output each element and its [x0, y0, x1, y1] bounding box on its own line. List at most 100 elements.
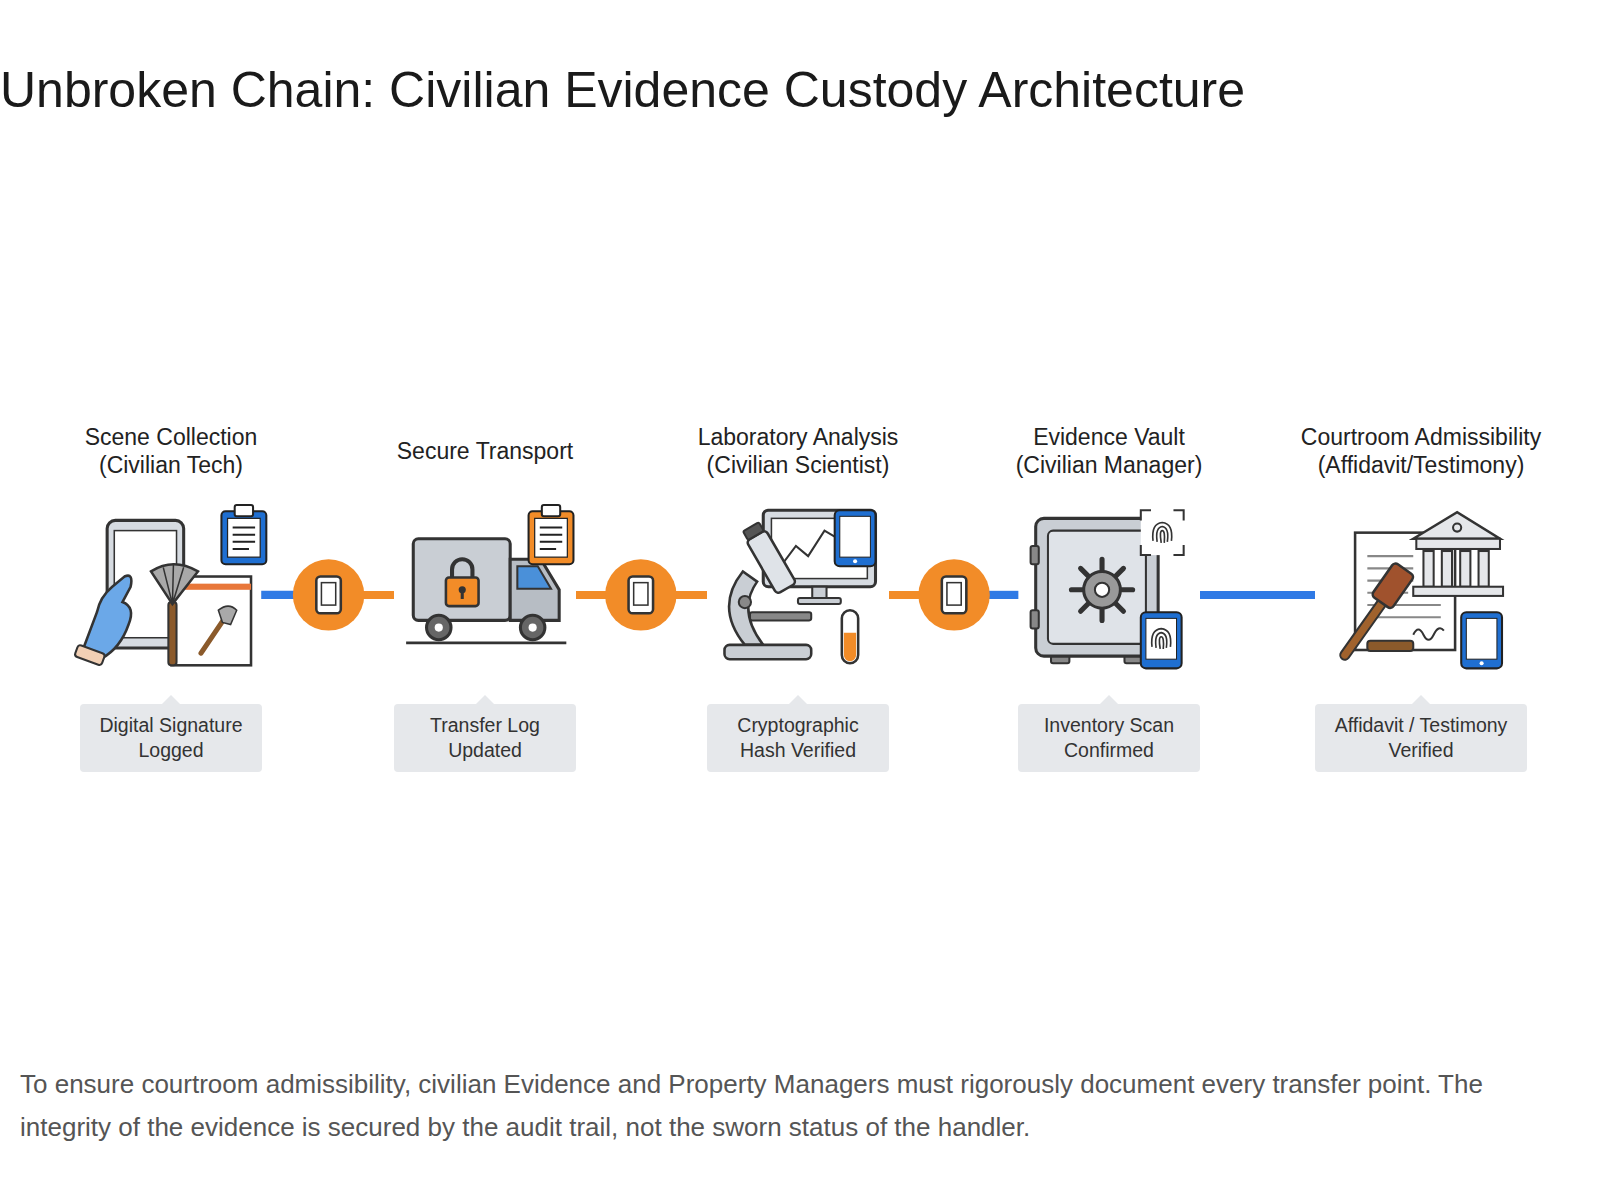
- stage-heading: Evidence Vault (Civilian Manager): [999, 423, 1219, 479]
- laboratory-icon-part: [844, 633, 856, 662]
- transfer-point: [605, 559, 676, 630]
- stage-node: Scene Collection (Civilian Tech)Digital …: [80, 505, 262, 772]
- laboratory-icon-part-part: [835, 510, 876, 566]
- transfer-point-part: [293, 559, 364, 630]
- evidence-vault-icon: [1031, 510, 1184, 668]
- scene-collection-icon-part: [218, 606, 236, 624]
- status-text: Digital Signature Logged: [88, 713, 254, 763]
- diagram-title: Unbroken Chain: Civilian Evidence Custod…: [0, 60, 1245, 120]
- transfer-point-part: [321, 583, 335, 605]
- evidence-vault-icon-part: [1071, 559, 1132, 620]
- courtroom-icon-part: [1479, 551, 1489, 587]
- scene-collection-icon: [74, 505, 266, 666]
- scene-collection-icon-part: [163, 563, 183, 604]
- scene-collection-icon-part: [168, 602, 176, 665]
- transfer-point-part: [918, 559, 989, 630]
- transfer-point: [918, 559, 989, 630]
- evidence-vault-icon-part: [1095, 583, 1109, 597]
- evidence-vault-icon-part-part: [1152, 629, 1171, 649]
- transport-truck-icon-part-part: [540, 528, 562, 549]
- evidence-vault-icon-part-part: [1153, 522, 1172, 542]
- stage-heading: Scene Collection (Civilian Tech): [56, 423, 286, 479]
- courtroom-icon-part: [1423, 551, 1433, 587]
- evidence-vault-icon-part-part: [1146, 618, 1177, 659]
- status-text: Cryptographic Hash Verified: [715, 713, 881, 763]
- custody-connector: [1200, 591, 1315, 599]
- status-text: Transfer Log Updated: [402, 713, 568, 763]
- scene-collection-icon-part: [82, 576, 132, 659]
- courtroom-icon: [1345, 512, 1503, 668]
- transport-truck-icon-part: [427, 615, 451, 639]
- courtroom-icon-part: [1413, 628, 1444, 639]
- stage-node: Laboratory Analysis (Civilian Scientist)…: [707, 505, 889, 772]
- transfer-point-part: [634, 583, 648, 605]
- laboratory-icon-part-part: [853, 559, 857, 563]
- transport-truck-icon: [406, 505, 573, 643]
- transport-truck-icon-part: [517, 566, 551, 588]
- status-tag: Transfer Log Updated: [394, 704, 576, 772]
- courtroom-icon-part: [1371, 562, 1414, 609]
- laboratory-icon-part: [842, 610, 858, 663]
- evidence-vault-icon-part: [1141, 510, 1184, 555]
- courtroom-icon-part-part: [1466, 618, 1497, 659]
- stage-node: Evidence Vault (Civilian Manager)Invento…: [1018, 505, 1200, 772]
- laboratory-icon-part: [835, 510, 876, 566]
- evidence-vault-icon-part: [1031, 546, 1039, 564]
- transport-truck-icon-part: [413, 539, 510, 621]
- transport-truck-icon-part: [435, 623, 443, 631]
- courtroom-icon-part: [1453, 523, 1461, 531]
- blue-segment-part: [261, 591, 296, 599]
- transport-truck-icon-part-part: [535, 518, 568, 557]
- status-text: Inventory Scan Confirmed: [1026, 713, 1192, 763]
- diagram-caption: To ensure courtroom admissibility, civil…: [20, 1063, 1550, 1149]
- laboratory-icon-part: [729, 571, 763, 644]
- scene-collection-icon-part: [201, 618, 224, 653]
- laboratory-icon-part: [798, 598, 841, 604]
- transport-truck-icon-part: [510, 559, 559, 620]
- laboratory-icon-part-part: [840, 516, 871, 557]
- status-text: Affidavit / Testimony Verified: [1323, 713, 1519, 763]
- scene-collection-icon-part: [74, 644, 105, 665]
- evidence-vault-icon-part: [1031, 610, 1039, 628]
- evidence-vault-icon-part: [1084, 571, 1121, 608]
- transport-truck-icon-part: [520, 615, 544, 639]
- transfer-point-part: [605, 559, 676, 630]
- status-tag: Inventory Scan Confirmed: [1018, 704, 1200, 772]
- stage-heading: Laboratory Analysis (Civilian Scientist): [673, 423, 923, 479]
- scene-collection-icon-part-part: [221, 511, 266, 564]
- transport-truck-icon-part: [461, 591, 464, 599]
- evidence-vault-icon-part-part: [1141, 510, 1184, 555]
- transport-truck-icon-part: [529, 623, 537, 631]
- stage-node: Secure TransportTransfer Log Updated: [394, 505, 576, 772]
- transfer-point-part: [947, 583, 961, 605]
- status-tag: Affidavit / Testimony Verified: [1315, 704, 1527, 772]
- evidence-vault-icon-part: [1048, 531, 1146, 644]
- courtroom-icon-part: [1461, 612, 1502, 668]
- evidence-vault-icon-part-part: [1141, 612, 1182, 668]
- courtroom-icon-part: [1416, 539, 1500, 549]
- laboratory-icon-part: [739, 596, 751, 608]
- scene-collection-icon-part-part: [233, 528, 255, 549]
- courtroom-icon-part: [1367, 641, 1413, 651]
- laboratory-icon: [724, 510, 875, 663]
- courtroom-icon-part-part: [1461, 612, 1502, 668]
- status-tag: Cryptographic Hash Verified: [707, 704, 889, 772]
- transfer-point: [293, 559, 364, 630]
- scene-collection-icon-part-part: [235, 505, 253, 516]
- laboratory-icon-part: [743, 522, 764, 540]
- stage-node: Courtroom Admissibility (Affidavit/Testi…: [1315, 505, 1527, 772]
- courtroom-icon-part: [1460, 551, 1470, 587]
- evidence-vault-icon-part: [1141, 612, 1182, 668]
- courtroom-icon-part: [1413, 587, 1503, 596]
- laboratory-icon-part: [746, 530, 796, 594]
- transport-truck-icon-part-part: [529, 511, 574, 564]
- courtroom-icon-part: [1413, 512, 1500, 539]
- laboratory-icon-part: [724, 645, 811, 659]
- blue-segment-part: [988, 591, 1019, 599]
- transfer-point-part: [316, 577, 340, 614]
- transfer-point-part: [942, 577, 966, 614]
- stage-heading: Secure Transport: [365, 437, 605, 465]
- courtroom-icon-part: [1442, 551, 1452, 587]
